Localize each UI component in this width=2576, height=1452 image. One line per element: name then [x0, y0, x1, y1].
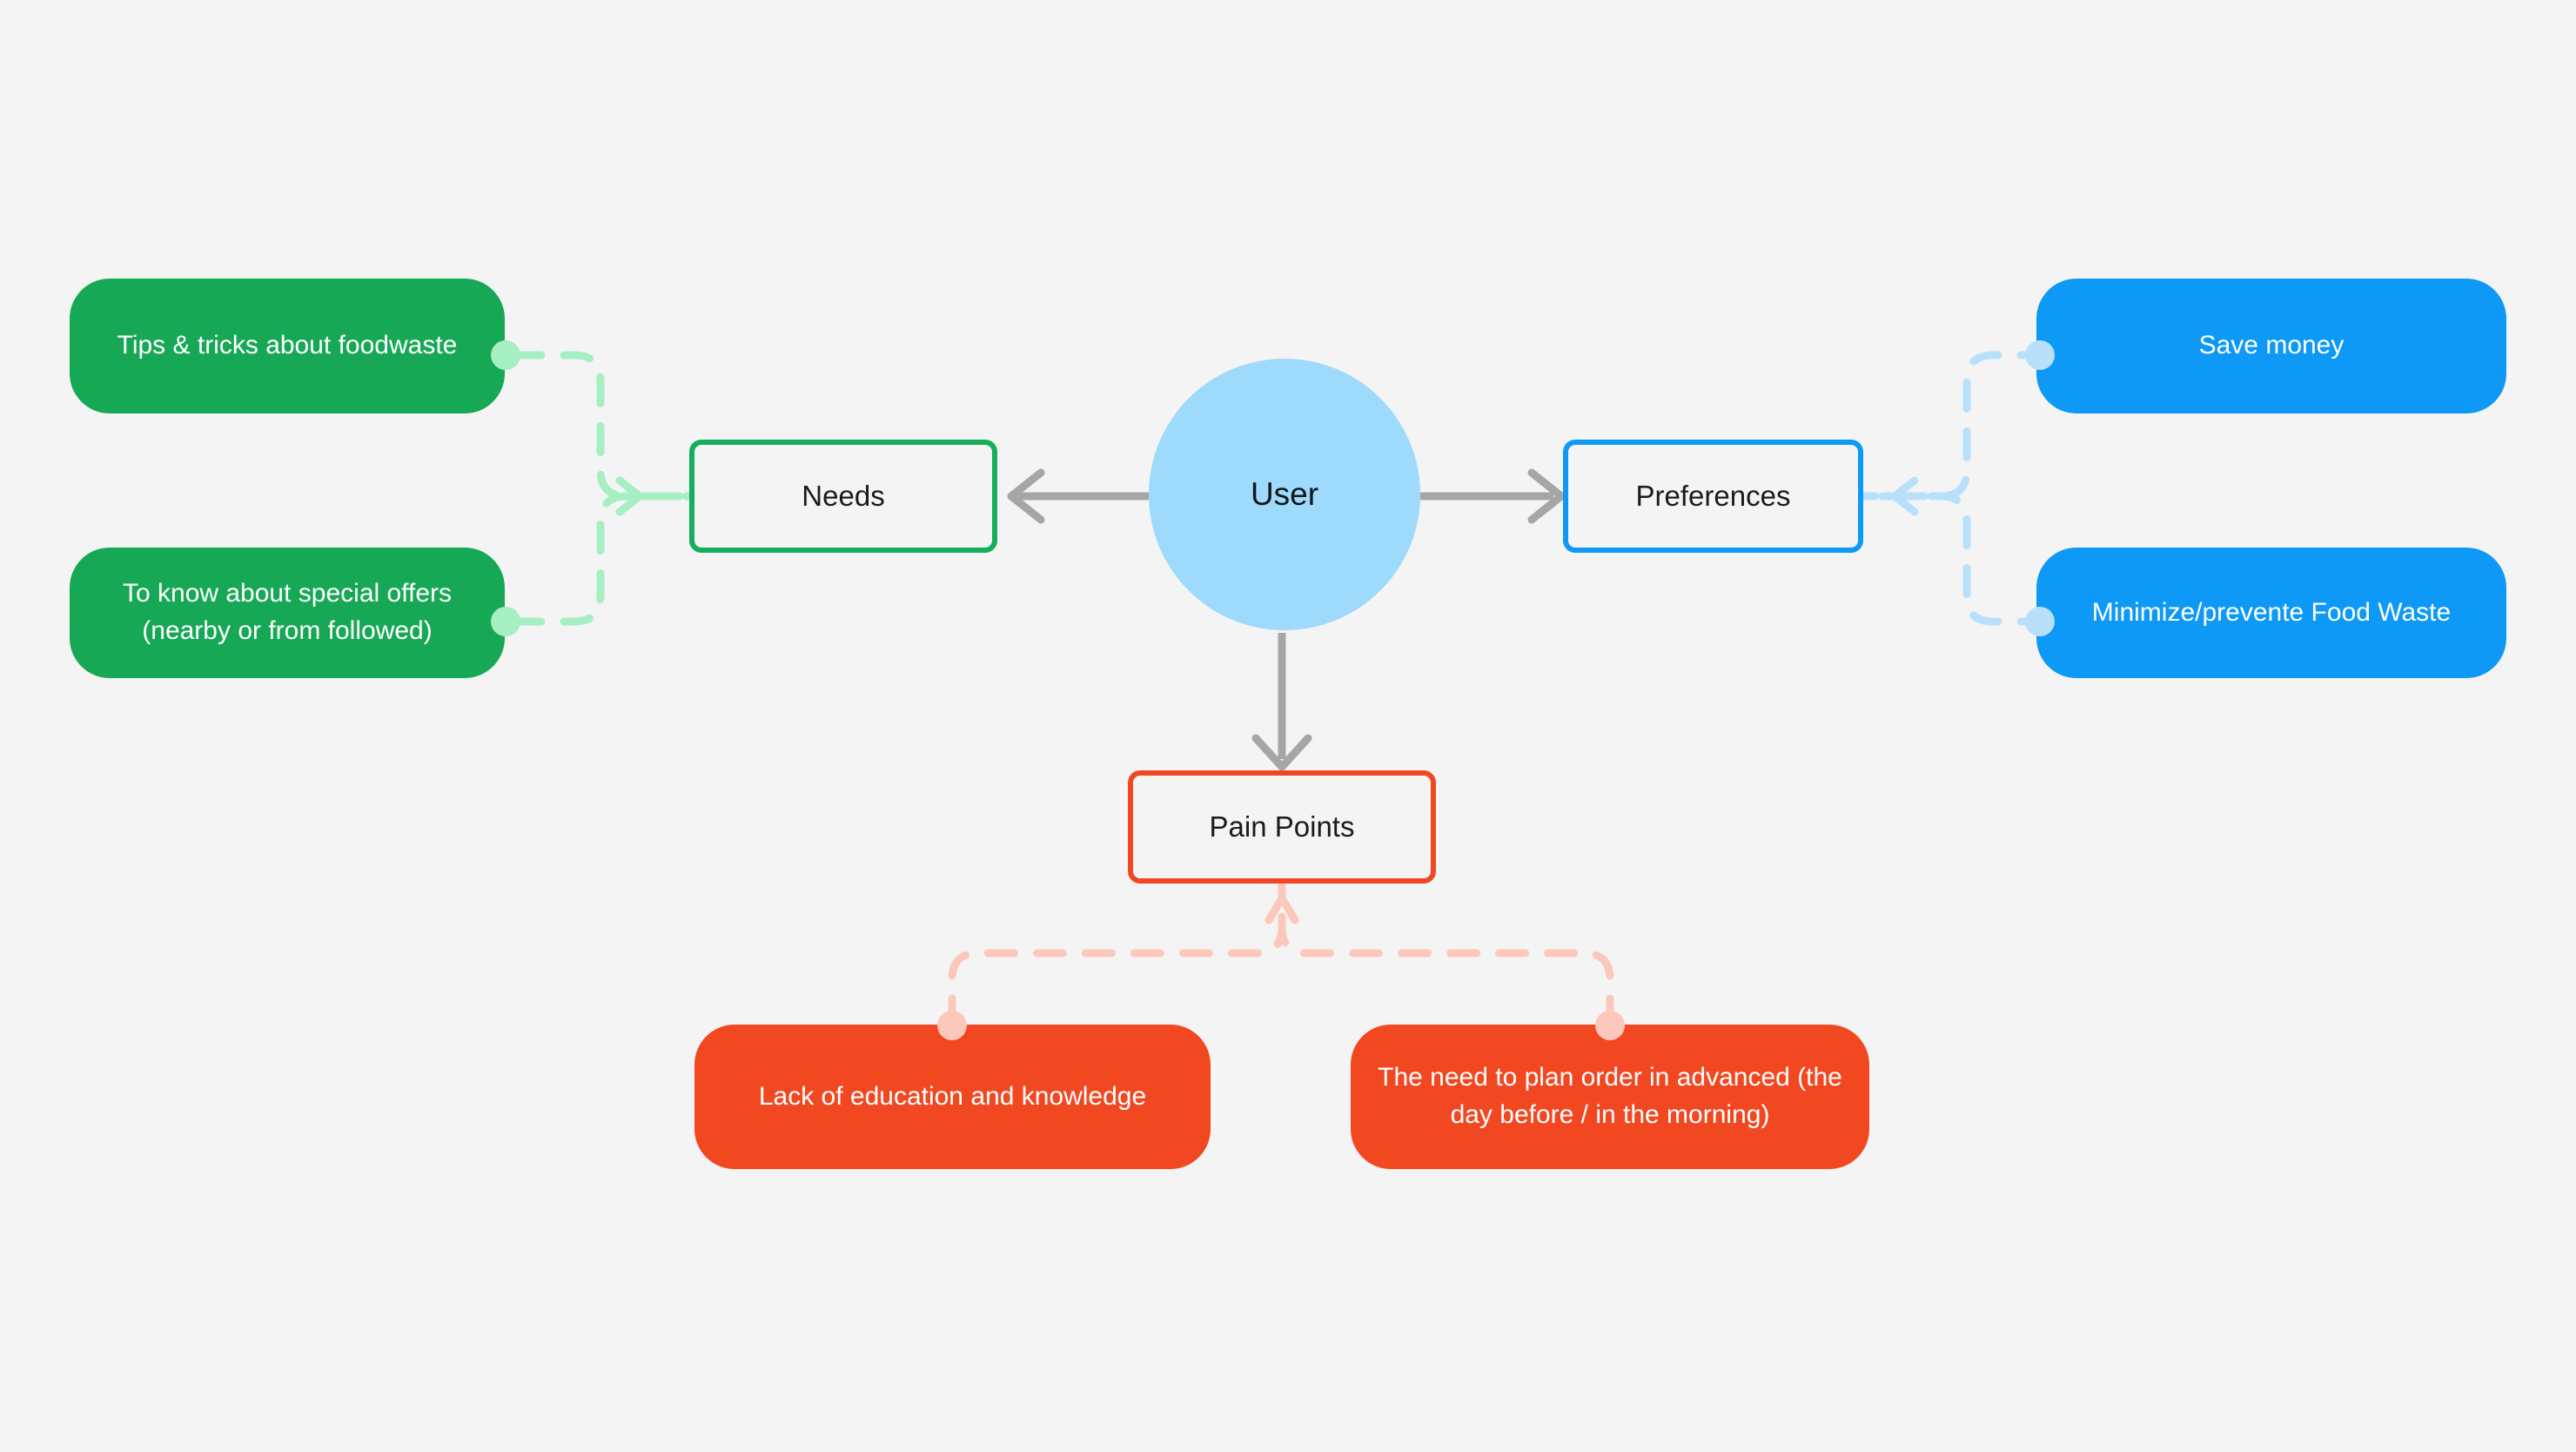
handle-lack-of-education[interactable]	[937, 1011, 967, 1040]
category-node-needs-label: Needs	[802, 479, 885, 512]
leaf-node-minimize-food-waste[interactable]: Minimize/prevente Food Waste	[2036, 548, 2506, 678]
handle-special-offers[interactable]	[491, 607, 520, 636]
root-node-user-label: User	[1250, 475, 1319, 512]
edge-planorder-to-painpoints	[1278, 882, 1614, 1029]
leaf-node-special-offers[interactable]: To know about special offers (nearby or …	[70, 548, 505, 678]
handle-minimize-food-waste[interactable]	[2025, 607, 2055, 636]
leaf-node-lack-of-education-label: Lack of education and knowledge	[758, 1081, 1147, 1111]
arrowhead-painpoints	[1251, 734, 1312, 771]
edge-preferences-arrowhead	[1890, 476, 1919, 516]
leaf-node-special-offers-label: To know about special offers (nearby or …	[122, 579, 452, 645]
arrowhead-preferences	[1527, 468, 1566, 524]
edge-savemoney-to-preferences	[1858, 351, 2051, 501]
edge-group-preferences	[1858, 351, 2051, 626]
leaf-node-tips-tricks[interactable]: Tips & tricks about foodwaste	[70, 279, 505, 413]
leaf-node-save-money[interactable]: Save money	[2036, 279, 2506, 413]
leaf-node-plan-order-advanced-label: The need to plan order in advanced (the …	[1378, 1063, 1842, 1129]
handle-plan-order-advanced[interactable]	[1595, 1011, 1625, 1040]
category-node-pain-points[interactable]: Pain Points	[1128, 770, 1436, 884]
edge-minimize-to-preferences	[1858, 492, 2051, 626]
edge-group-painpoints	[948, 882, 1614, 1029]
edge-lack-to-painpoints	[948, 882, 1286, 1029]
leaf-node-plan-order-advanced[interactable]: The need to plan order in advanced (the …	[1351, 1025, 1869, 1169]
edge-painpoints-arrowhead	[1265, 894, 1299, 924]
edge-needs-arrowhead	[615, 476, 644, 516]
leaf-node-lack-of-education[interactable]: Lack of education and knowledge	[694, 1025, 1211, 1169]
category-node-preferences-label: Preferences	[1635, 479, 1791, 512]
handle-tips-tricks[interactable]	[491, 340, 520, 370]
edge-group-needs	[511, 351, 694, 626]
handle-save-money[interactable]	[2025, 340, 2055, 370]
arrowhead-needs	[1007, 468, 1045, 524]
category-node-needs[interactable]: Needs	[689, 440, 997, 553]
category-node-preferences[interactable]: Preferences	[1563, 440, 1863, 553]
leaf-node-tips-tricks-label: Tips & tricks about foodwaste	[117, 331, 458, 360]
root-node-user[interactable]: User	[1149, 359, 1420, 630]
category-node-pain-points-label: Pain Points	[1209, 810, 1355, 843]
leaf-node-save-money-label: Save money	[2198, 331, 2345, 360]
leaf-node-minimize-food-waste-label: Minimize/prevente Food Waste	[2091, 597, 2452, 627]
edge-offers-to-needs	[511, 492, 694, 626]
edge-tips-to-needs	[511, 351, 694, 501]
